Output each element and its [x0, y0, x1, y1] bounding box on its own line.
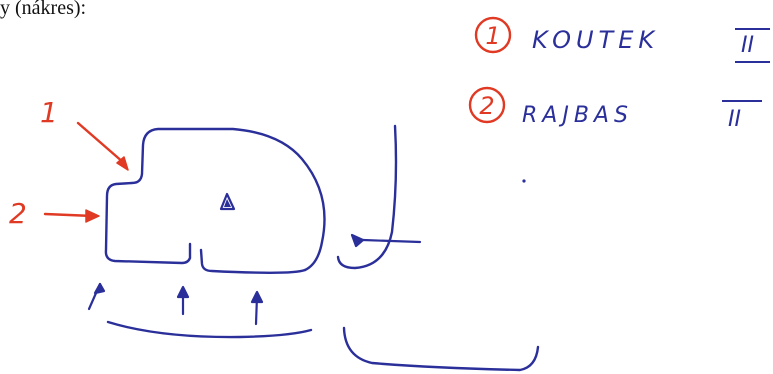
- callouts: 1 2: [9, 96, 129, 230]
- legend-label-1: KOUTEK: [532, 26, 659, 54]
- outline-bottom-right: [199, 248, 307, 274]
- legend-value-2: II: [728, 107, 741, 132]
- legend-number-circle-1: [474, 16, 512, 54]
- callout-label-2: 2: [9, 197, 27, 230]
- up-arrow-head-1: [93, 282, 106, 295]
- underline-left: [106, 320, 313, 339]
- blue-marks: [87, 192, 422, 326]
- legend-label-2: RAJBAS: [522, 103, 633, 128]
- underline-right-bracket: [342, 326, 540, 372]
- callout-arrowhead-1: [116, 156, 129, 171]
- callout-label-1: 1: [40, 96, 58, 129]
- outline-left-part: [104, 127, 326, 272]
- legend-number-circle-2: [468, 86, 506, 124]
- legend-item-2: 2 RAJBAS II: [468, 86, 762, 132]
- up-arrow-head-2: [176, 285, 190, 299]
- up-arrow-head-3: [250, 290, 264, 304]
- side-pointer-icon: [361, 238, 422, 244]
- stray-dot: [522, 179, 526, 183]
- header-text-fragment: y (nákres):: [0, 0, 87, 19]
- center-triangle-fill: [224, 199, 231, 207]
- side-pointer-head: [350, 233, 365, 248]
- legend-number-1: 1: [485, 22, 500, 50]
- center-triangle-icon: [219, 192, 236, 211]
- outline-right-bar: [336, 124, 398, 270]
- legend: 1 KOUTEK II 2 RAJBAS II: [468, 16, 770, 183]
- callout-arrow-1: [76, 121, 126, 165]
- callout-arrowhead-2: [85, 209, 100, 223]
- legend-value-1: II: [741, 33, 754, 58]
- board-outline: [104, 124, 540, 372]
- legend-number-2: 2: [479, 92, 494, 120]
- legend-item-1: 1 KOUTEK II: [474, 16, 770, 63]
- callout-arrow-2: [43, 212, 95, 218]
